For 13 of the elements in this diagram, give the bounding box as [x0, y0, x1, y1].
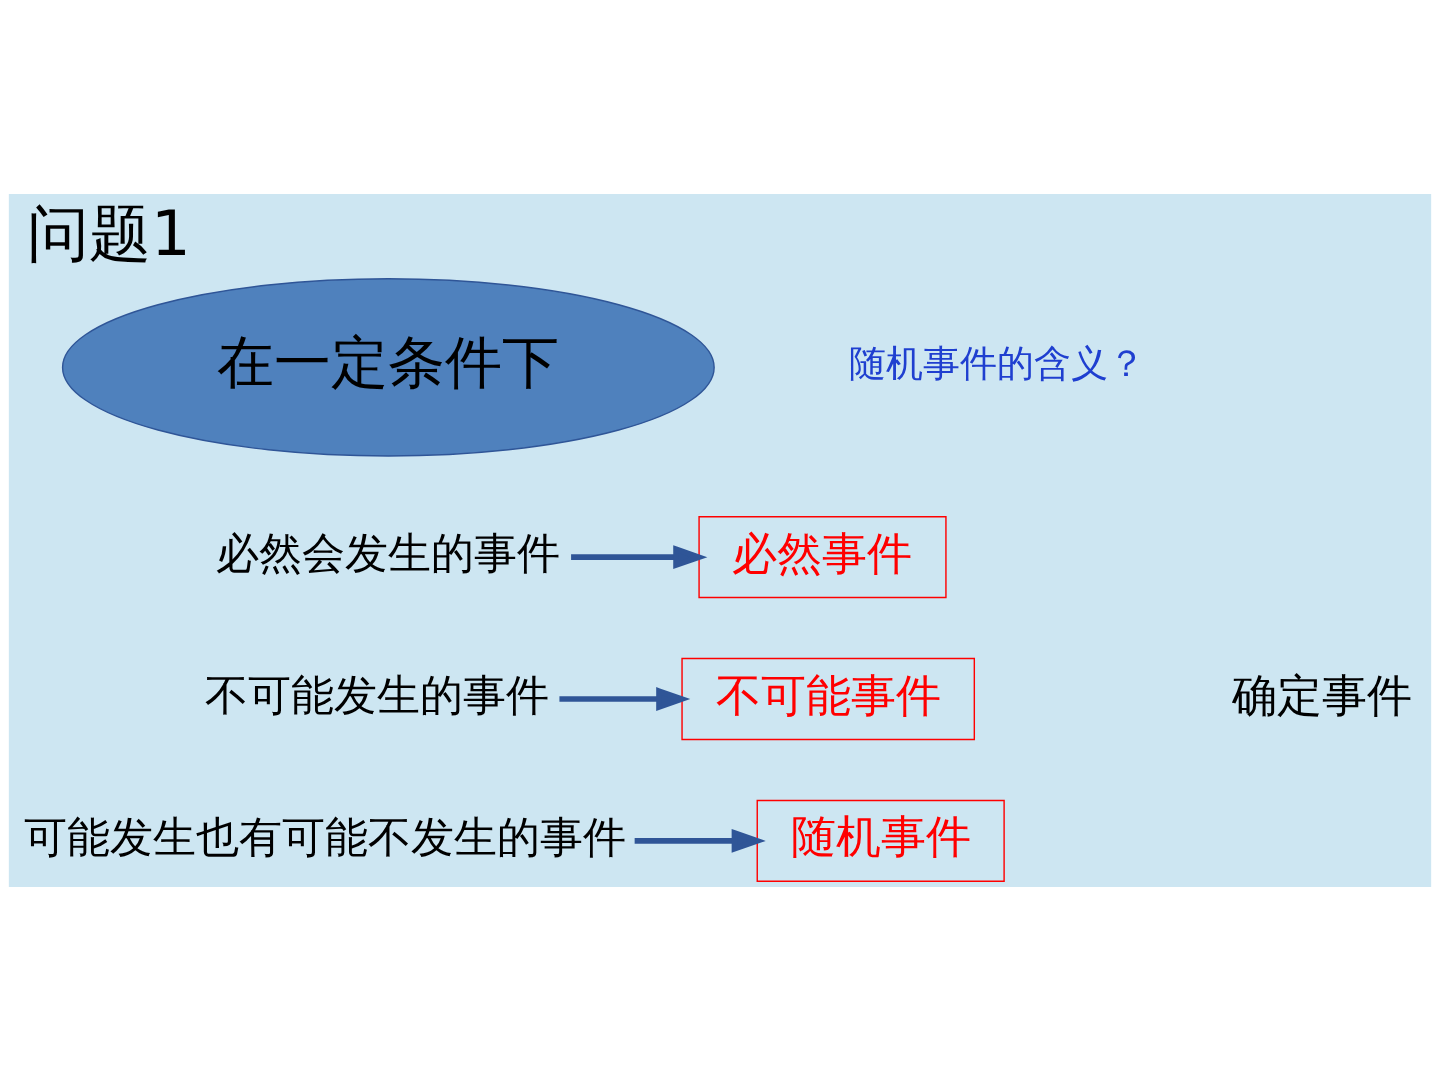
label: 确定事件	[1231, 668, 1412, 721]
arrow	[571, 544, 708, 569]
label: 随机事件的含义？	[849, 341, 1146, 385]
node-box: 必然事件	[698, 515, 947, 598]
node-text: 必然会发生的事件	[216, 527, 561, 578]
node-text: 不可能发生的事件	[205, 669, 550, 720]
arrow	[634, 828, 766, 853]
node-ellipse: 在一定条件下	[61, 277, 715, 457]
diagram-title: 问题1	[27, 196, 191, 270]
node-box: 不可能事件	[681, 657, 976, 740]
node-text: 可能发生也有可能不发生的事件	[23, 811, 626, 862]
node-box: 随机事件	[756, 799, 1005, 882]
arrow	[559, 686, 691, 711]
